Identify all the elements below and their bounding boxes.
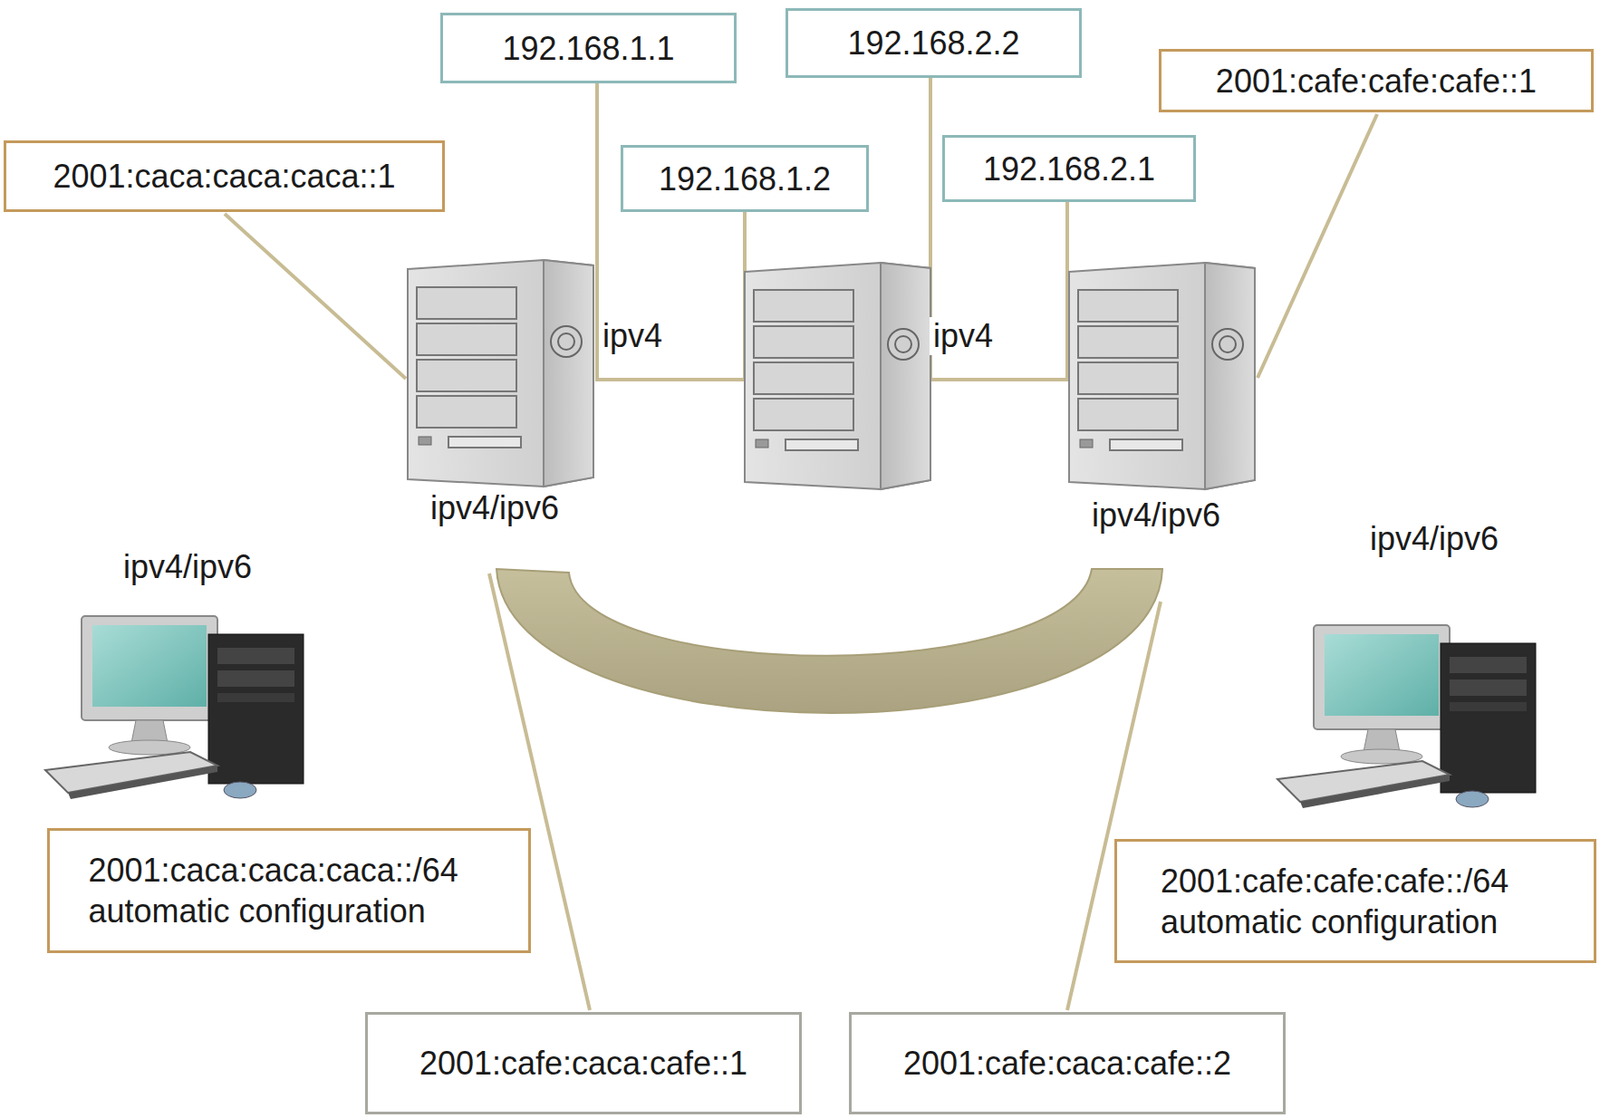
address-text: 2001:cafe:cafe:cafe::1	[1215, 60, 1537, 102]
protocol-label: ipv4/ipv6	[119, 548, 256, 587]
address-text: 2001:cafe:cafe:cafe::/64 automatic confi…	[1160, 860, 1551, 943]
address-text: 2001:cafe:caca:cafe::1	[419, 1042, 748, 1084]
address-text: 2001:caca:caca:caca::/64 automatic confi…	[88, 849, 491, 932]
address-box: 192.168.1.1	[440, 12, 737, 84]
address-text: 192.168.1.1	[501, 28, 675, 69]
protocol-label: ipv4/ipv6	[1088, 496, 1225, 535]
server-tower	[1069, 262, 1255, 490]
address-text: 192.168.2.2	[847, 22, 1020, 64]
tunnel-arc	[496, 568, 1163, 714]
address-text: 2001:cafe:caca:cafe::2	[903, 1042, 1232, 1084]
address-box: 2001:caca:caca:caca::/64 automatic confi…	[47, 828, 531, 954]
address-text: 192.168.1.2	[658, 158, 831, 200]
protocol-label: ipv4	[598, 317, 666, 356]
address-box: 192.168.2.1	[942, 134, 1196, 203]
address-box: 2001:cafe:caca:cafe::1	[365, 1012, 802, 1115]
desktop-pc	[45, 616, 304, 800]
address-box: 2001:caca:caca:caca::1	[3, 140, 445, 213]
address-box: 2001:cafe:cafe:cafe::1	[1158, 48, 1594, 113]
protocol-label: ipv4	[929, 317, 997, 356]
server-tower	[744, 262, 931, 490]
desktop-pc	[1277, 625, 1536, 809]
address-box: 2001:cafe:cafe:cafe::/64 automatic confi…	[1114, 838, 1597, 964]
address-box: 2001:cafe:caca:cafe::2	[848, 1012, 1286, 1115]
address-text: 192.168.2.1	[983, 148, 1156, 190]
server-tower	[407, 260, 594, 487]
protocol-label: ipv4/ipv6	[1366, 520, 1503, 559]
address-box: 192.168.2.2	[785, 8, 1082, 78]
protocol-label: ipv4/ipv6	[426, 489, 563, 528]
address-box: 192.168.1.2	[620, 144, 869, 213]
address-text: 2001:caca:caca:caca::1	[52, 155, 396, 197]
